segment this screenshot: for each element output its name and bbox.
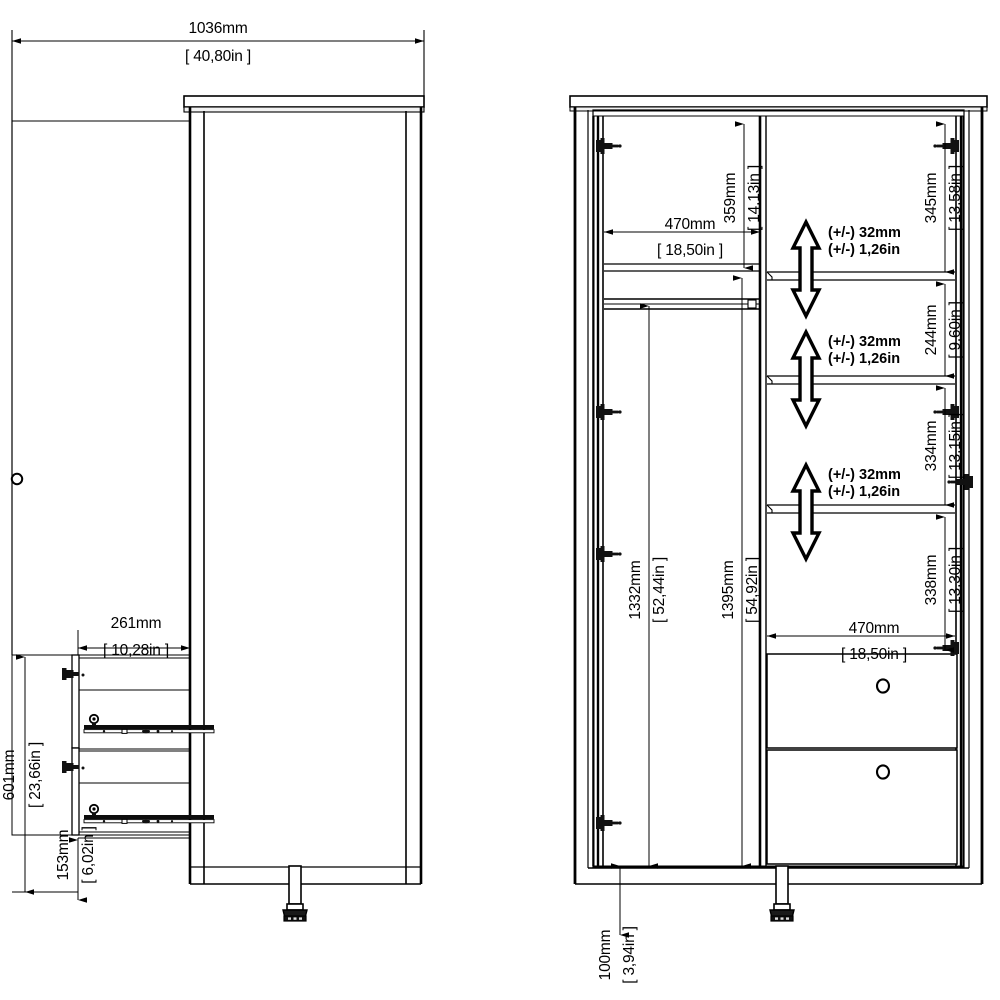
dim-label-right-shelf-4-in: [ 13,30in ] — [947, 547, 964, 613]
dim-label-lower-drawer-offset-in: [ 6,02in ] — [80, 826, 97, 883]
drawer-knob-icon — [62, 668, 80, 680]
right-front-view-group — [569, 95, 988, 938]
dim-label-left-bay-inner-height-in: [ 54,92in ] — [744, 557, 761, 623]
door-hinge-icon — [596, 815, 622, 831]
dim-label-drawer-width-in: [ 10,28in ] — [103, 642, 169, 659]
dim-label-leg-height-mm: 100mm — [597, 930, 614, 981]
dim-lower-drawer-offset — [12, 837, 87, 903]
tolerance-label-1-in: (+/-) 1,26in — [828, 242, 900, 258]
dim-label-right-shelf-4-mm: 338mm — [923, 555, 940, 606]
side-view-carcass — [183, 95, 425, 922]
dim-label-drawer-stack-height-mm: 601mm — [1, 750, 18, 801]
adjustable-foot-icon — [282, 865, 308, 922]
dim-label-left-bay-inner-height-mm: 1395mm — [720, 560, 737, 619]
door-hinge-icon — [596, 404, 622, 420]
dim-label-drawer-width-mm: 261mm — [111, 615, 162, 632]
dim-label-top-shelf-height-in: [ 14,13in ] — [746, 165, 763, 231]
double-headed-vertical-arrow-icon — [791, 330, 821, 428]
door-hinge-icon — [933, 138, 959, 154]
door-hinge-icon — [596, 138, 622, 154]
dim-label-overall-width-mm: 1036mm — [188, 20, 247, 37]
dim-overall-width — [11, 30, 425, 110]
dim-leg-height — [575, 863, 629, 938]
drawer-knob-icon — [62, 761, 80, 773]
dim-label-overall-width-in: [ 40,80in ] — [185, 48, 251, 65]
dim-label-right-bay-width-bottom-mm: 470mm — [849, 620, 900, 637]
dim-label-hanging-space-height-mm: 1332mm — [627, 560, 644, 619]
tolerance-label-2-mm: (+/-) 32mm — [828, 334, 901, 350]
dim-label-top-shelf-height-mm: 359mm — [722, 173, 739, 224]
left-side-view-group — [10, 30, 425, 922]
drawer-lower — [62, 747, 215, 836]
dim-label-right-shelf-1-in: [ 13,58in ] — [947, 165, 964, 231]
right-bay-drawers — [766, 653, 958, 865]
dim-label-left-bay-width-top-mm: 470mm — [665, 216, 716, 233]
double-headed-vertical-arrow-icon — [791, 463, 821, 561]
tolerance-label-3-mm: (+/-) 32mm — [828, 467, 901, 483]
dim-label-drawer-stack-height-in: [ 23,66in ] — [27, 742, 44, 808]
dim-label-right-shelf-3-in: [ 13,15in ] — [947, 413, 964, 479]
drawer-knob-icon — [875, 764, 891, 780]
adjustable-foot-icon — [769, 865, 795, 922]
dim-label-lower-drawer-offset-mm: 153mm — [55, 830, 72, 881]
drawer-slide-icon — [83, 713, 215, 735]
dim-label-right-shelf-2-mm: 244mm — [923, 305, 940, 356]
drawer-slide-icon — [83, 803, 215, 825]
door-hinge-icon — [596, 546, 622, 562]
double-headed-vertical-arrow-icon — [791, 220, 821, 318]
dim-label-right-shelf-1-mm: 345mm — [923, 173, 940, 224]
dim-label-right-shelf-2-in: [ 9,60in ] — [947, 301, 964, 358]
side-view-open-door — [10, 110, 190, 655]
hanging-rail — [604, 298, 759, 310]
dim-label-hanging-space-height-in: [ 52,44in ] — [651, 557, 668, 623]
dim-label-leg-height-in: [ 3,94in ] — [621, 926, 638, 983]
drawer-knob-icon — [875, 678, 891, 694]
dim-label-left-bay-width-top-in: [ 18,50in ] — [657, 242, 723, 259]
side-view-drawers — [11, 654, 215, 839]
tolerance-label-2-in: (+/-) 1,26in — [828, 351, 900, 367]
dim-label-right-bay-width-bottom-in: [ 18,50in ] — [841, 646, 907, 663]
dim-label-right-shelf-3-mm: 334mm — [923, 421, 940, 472]
tolerance-label-3-in: (+/-) 1,26in — [828, 484, 900, 500]
tolerance-label-1-mm: (+/-) 32mm — [828, 225, 901, 241]
